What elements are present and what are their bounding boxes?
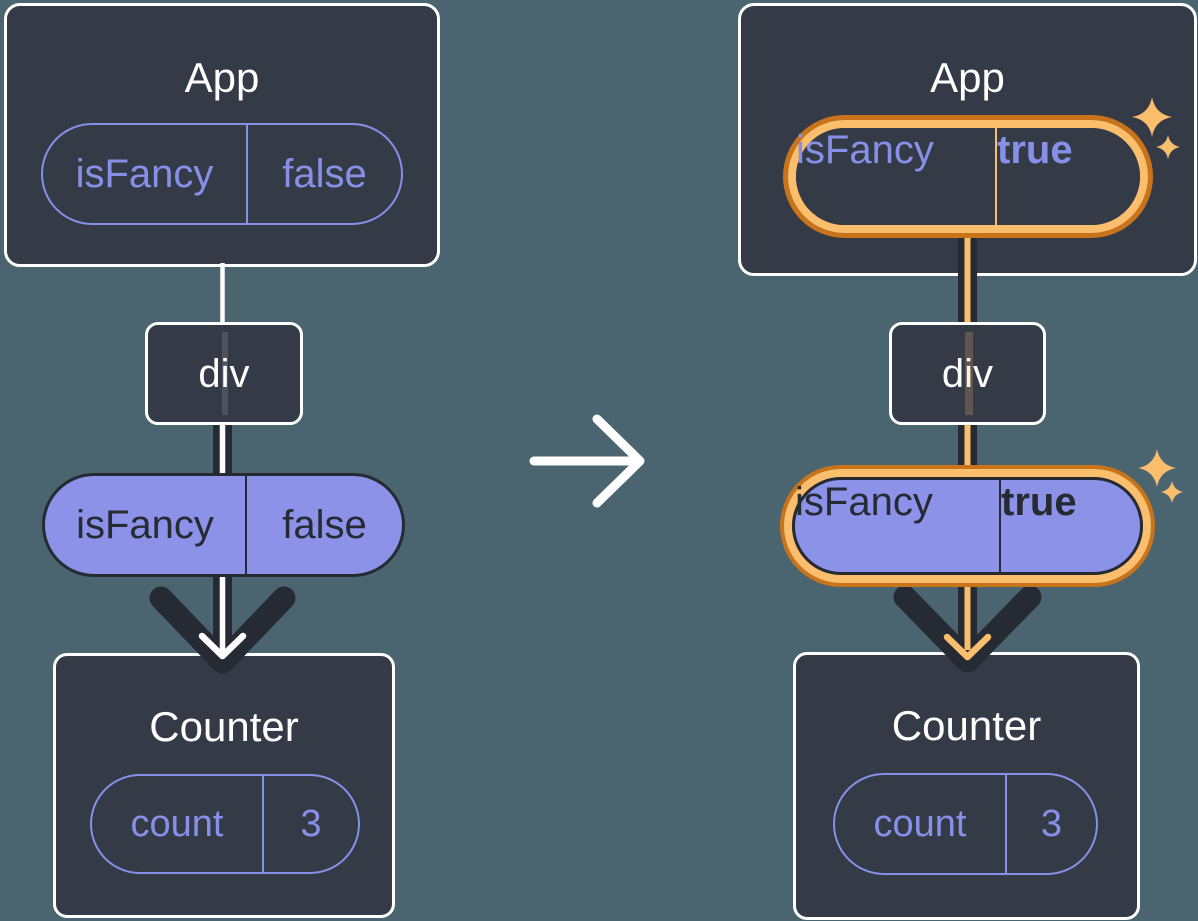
counter-title-before: Counter <box>149 703 299 750</box>
app-title-after: App <box>930 54 1005 101</box>
passed-prop-pill-before: isFancy false <box>42 473 405 577</box>
div-node-after: div <box>889 322 1046 425</box>
transition-arrow-icon <box>529 414 645 508</box>
state-value: 3 <box>1040 803 1063 845</box>
state-name: count <box>92 776 264 872</box>
passed-prop-pill-after-highlight: isFancy true <box>780 465 1155 587</box>
prop-value: true <box>997 128 1073 172</box>
app-prop-pill-before: isFancy false <box>41 123 403 225</box>
counter-state-pill-before: count 3 <box>90 774 360 874</box>
state-name: count <box>835 775 1007 873</box>
div-label-before: div <box>198 351 250 396</box>
highlight-ring: isFancy true <box>788 120 1148 233</box>
prop-value: false <box>282 503 367 547</box>
prop-name: isFancy <box>796 128 997 225</box>
app-prop-pill-after-highlight: isFancy true <box>783 115 1153 238</box>
prop-name: isFancy <box>43 125 248 223</box>
ghost-flow-line-before <box>222 332 228 415</box>
app-title-before: App <box>184 54 260 101</box>
counter-title-after: Counter <box>891 702 1042 749</box>
prop-value: false <box>282 152 367 196</box>
prop-name: isFancy <box>795 480 1001 572</box>
ghost-flow-line-after <box>965 332 973 415</box>
prop-value: true <box>1001 480 1077 524</box>
passed-prop-pill-after: isFancy true <box>792 477 1143 575</box>
div-node-before: div <box>145 322 303 425</box>
counter-state-pill-after: count 3 <box>833 773 1098 875</box>
highlight-ring: isFancy true <box>784 469 1151 583</box>
sparkle-icon <box>1138 449 1176 487</box>
state-value: 3 <box>300 803 322 845</box>
sparkle-icon <box>1161 481 1183 503</box>
app-prop-pill-after: isFancy true <box>796 128 1140 225</box>
prop-name: isFancy <box>45 476 247 574</box>
